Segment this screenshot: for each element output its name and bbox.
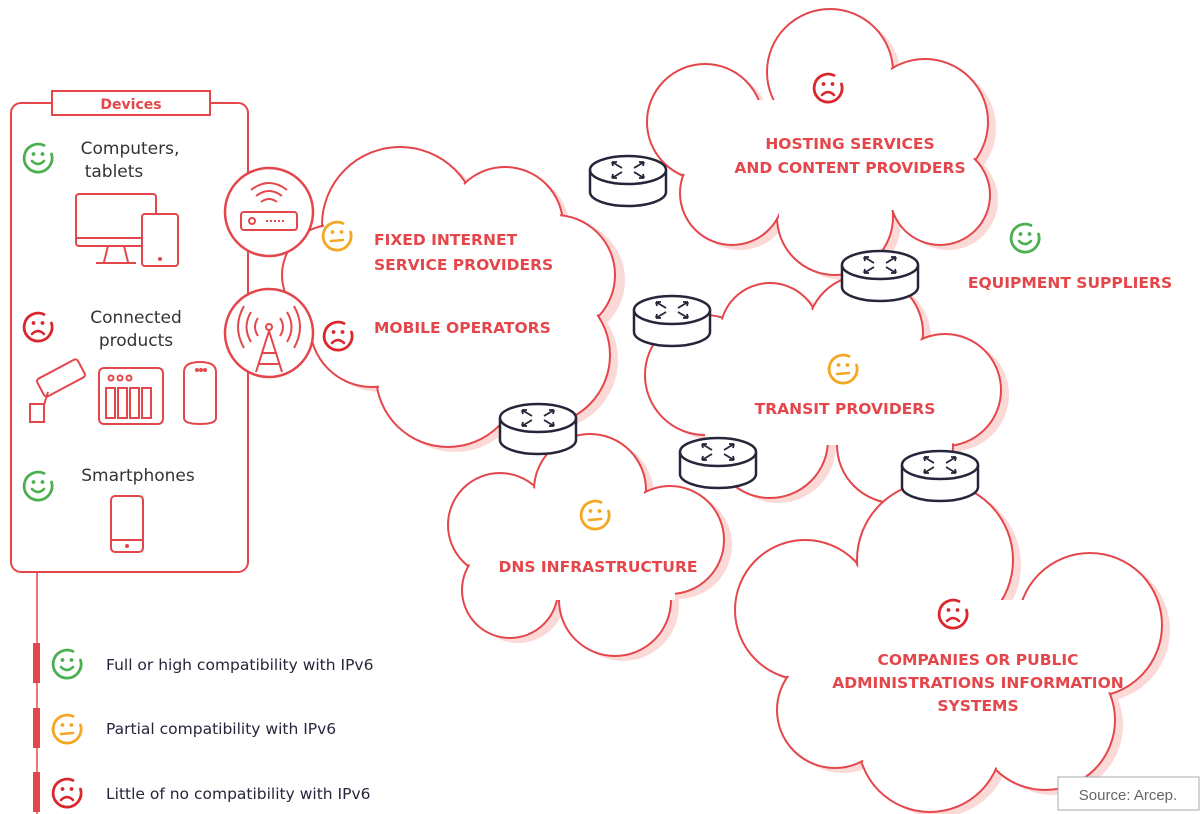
happy-mouth <box>59 665 75 672</box>
security-camera-icon <box>29 358 86 423</box>
router-box-icon <box>240 182 298 231</box>
hosting-label-line2: AND CONTENT PROVIDERS <box>734 159 965 177</box>
hosting-cloud <box>646 8 998 280</box>
happy-mouth <box>30 487 46 494</box>
neutral-mouth <box>835 371 851 376</box>
equipment-suppliers-label: EQUIPMENT SUPPLIERS <box>968 274 1172 292</box>
device-label-computers-line1: Computers, <box>81 139 180 159</box>
hosting-label-line1: HOSTING SERVICES <box>765 135 934 153</box>
legend-label-full: Full or high compatibility with IPv6 <box>106 656 373 674</box>
fixed-isp-label-line1: FIXED INTERNET <box>374 231 518 249</box>
legend-label-partial: Partial compatibility with IPv6 <box>106 720 336 738</box>
sad-mouth <box>330 338 346 345</box>
sad-mouth <box>30 329 46 336</box>
router-icon <box>498 402 578 456</box>
cloud-layer <box>281 8 1170 814</box>
sad-mouth <box>59 795 75 802</box>
hosting-status-face <box>812 72 844 104</box>
smart-speaker-icon <box>183 360 217 426</box>
fixed-isp-status-face <box>321 220 353 252</box>
antenna-tower-icon <box>237 305 301 373</box>
legend-marker <box>33 772 40 812</box>
mobile-operators-label: MOBILE OPERATORS <box>374 319 551 337</box>
transit-status-face <box>827 353 859 385</box>
neutral-mouth <box>587 517 603 522</box>
sad-face-icon <box>51 777 83 809</box>
legend-marker <box>33 643 40 683</box>
router-icon <box>588 154 668 208</box>
device-face-computers <box>22 142 54 174</box>
happy-face-icon <box>1009 222 1041 254</box>
companies-label-line2: ADMINISTRATIONS INFORMATION <box>832 674 1123 692</box>
router-icon <box>632 294 712 348</box>
transit-providers-label: TRANSIT PROVIDERS <box>755 400 936 418</box>
sad-mouth <box>945 616 961 623</box>
device-label-connected-line2: products <box>99 331 173 351</box>
neutral-face-icon <box>51 713 83 745</box>
source-credit: Source: Arcep. <box>1057 776 1200 811</box>
legend-neutral-face <box>51 713 83 745</box>
device-face-connected <box>22 311 54 343</box>
router-icon <box>678 436 758 490</box>
happy-mouth <box>1017 239 1033 246</box>
dns-status-face <box>579 499 611 531</box>
devices-header: Devices <box>100 97 161 113</box>
sad-mouth <box>820 90 836 97</box>
companies-status-face <box>937 598 969 630</box>
legend-label-little: Little of no compatibility with IPv6 <box>106 785 371 803</box>
source-text: Source: Arcep. <box>1079 787 1177 804</box>
happy-mouth <box>30 159 46 166</box>
dns-infrastructure-label: DNS INFRASTRUCTURE <box>499 558 698 576</box>
mobile-operator-status-face <box>322 320 354 352</box>
tablet-icon <box>141 213 179 267</box>
legend-sad-face <box>51 777 83 809</box>
access-cloud <box>281 146 625 452</box>
devices-panel: Devices Computers, tablets Connected pro… <box>10 90 249 814</box>
legend: Full or high compatibility with IPv6 Par… <box>33 643 373 812</box>
router-icon <box>900 449 980 503</box>
companies-cloud <box>734 481 1170 814</box>
mobile-operator-node <box>223 287 354 379</box>
fixed-isp-label-line2: SERVICE PROVIDERS <box>374 256 553 274</box>
fixed-isp-node <box>223 166 353 258</box>
device-label-connected-line1: Connected <box>90 308 182 328</box>
device-label-smartphones: Smartphones <box>81 466 195 486</box>
dns-cloud <box>447 433 732 661</box>
happy-face-icon <box>51 648 83 680</box>
nas-storage-icon <box>98 367 164 425</box>
neutral-mouth <box>59 731 75 736</box>
companies-label-line3: SYSTEMS <box>937 697 1018 715</box>
device-face-smartphones <box>22 470 54 502</box>
companies-label-line1: COMPANIES OR PUBLIC <box>877 651 1078 669</box>
router-icon <box>840 249 920 303</box>
equipment-status-face <box>1009 222 1041 254</box>
smartphone-icon <box>110 495 144 553</box>
legend-marker <box>33 708 40 748</box>
neutral-mouth <box>329 238 345 243</box>
device-label-computers-line2: tablets <box>85 162 144 182</box>
legend-happy-face <box>51 648 83 680</box>
